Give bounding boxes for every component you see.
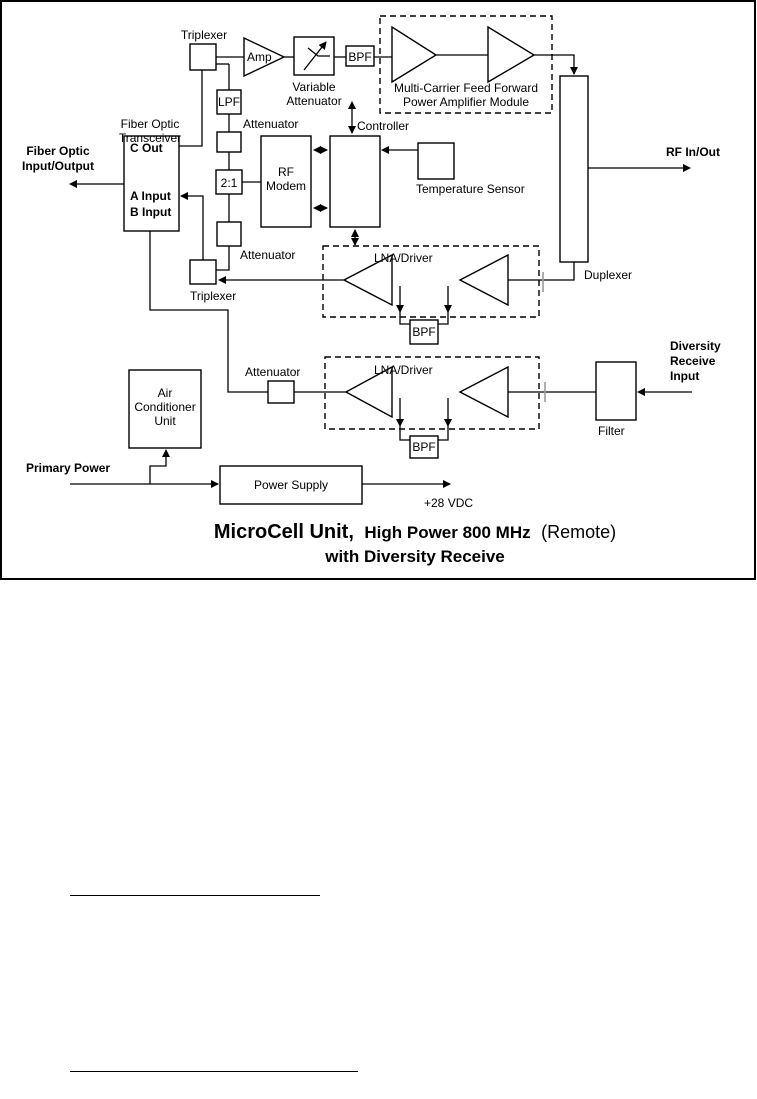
- fiber-io-label-line2: Input/Output: [22, 159, 94, 173]
- bpf-top-box: [345, 45, 375, 67]
- controller-box: [329, 135, 381, 228]
- lna-driver-1-label: LNA/Driver: [374, 251, 433, 265]
- attenuator-low-box: [267, 380, 295, 404]
- temperature-sensor-box: [417, 142, 455, 180]
- pa-stage2-triangle: [487, 25, 536, 84]
- bpf-lna2-box: [409, 435, 439, 459]
- transceiver-label-line2: Transceiver: [119, 131, 181, 145]
- lna2-stage-b-triangle: [458, 365, 509, 419]
- variable-attenuator-label-line2: Attenuator: [286, 94, 341, 108]
- variable-attenuator-box: [293, 36, 335, 76]
- lna1-stage-b-triangle: [458, 253, 509, 307]
- duplexer-to-lna1-wire: [508, 262, 575, 281]
- c-out-to-triplexer-wire: [179, 70, 203, 147]
- amp-triangle: [243, 36, 286, 78]
- air-conditioner-label-line2: Conditioner: [134, 400, 195, 414]
- triplexer-top-box: [189, 43, 217, 71]
- duplexer-label: Duplexer: [584, 268, 632, 282]
- diversity-label-line1: Diversity: [670, 339, 721, 353]
- diagram-title-line2: with Diversity Receive: [324, 547, 505, 566]
- lna-driver-2-label: LNA/Driver: [374, 363, 433, 377]
- c-out-label: C Out: [130, 141, 163, 155]
- triplexer-bottom-box: [189, 259, 217, 285]
- fiber-io-label-line1: Fiber Optic: [26, 144, 90, 158]
- lpf-label: LPF: [218, 95, 240, 109]
- lna-driver-2-dashed-box: [324, 356, 540, 430]
- attenuator-low-label: Attenuator: [245, 365, 300, 379]
- bpf-lna1-label: BPF: [412, 325, 435, 339]
- variable-attenuator-bar: [307, 47, 330, 57]
- diagram-title-line1: MicroCell Unit, High Power 800 MHz (Remo…: [214, 521, 616, 543]
- triplexer-bottom-label: Triplexer: [190, 289, 236, 303]
- filter-label: Filter: [598, 424, 625, 438]
- title-sub-bold: High Power 800 MHz: [364, 523, 530, 542]
- attenuator-mid-box: [216, 221, 242, 247]
- title-sub-normal: (Remote): [541, 522, 616, 542]
- bpf-lna2-label: BPF: [412, 440, 435, 454]
- pa-module-dashed-box: [379, 15, 553, 114]
- pa-to-duplexer-wire: [534, 54, 578, 75]
- lna1-bpf-wire-right: [438, 312, 449, 325]
- lna2-stage-a-triangle: [344, 365, 393, 419]
- pa-module-label-line1: Multi-Carrier Feed Forward: [394, 81, 538, 95]
- rf-modem-label-line1: RF: [278, 165, 294, 179]
- duplexer-box: [559, 75, 589, 263]
- air-conditioner-box: [128, 369, 202, 449]
- diagram-frame: [0, 0, 756, 580]
- amp-label: Amp: [247, 50, 272, 64]
- a-input-label: A Input: [130, 189, 171, 203]
- triplexer-top-label: Triplexer: [181, 28, 227, 42]
- rf-io-label: RF In/Out: [666, 145, 720, 159]
- title-main: MicroCell Unit,: [214, 521, 354, 543]
- b-input-to-attenuator-wire: [149, 231, 268, 393]
- blank-line-2: [70, 1071, 358, 1072]
- lna2-bpf-wire-left: [399, 426, 410, 441]
- filter-box: [595, 361, 637, 421]
- rf-modem-label-line2: Modem: [266, 179, 306, 193]
- controller-label: Controller: [357, 119, 409, 133]
- power-supply-box: [219, 465, 363, 505]
- attenuator-top-box: [216, 131, 242, 153]
- splitter-label: 2:1: [221, 176, 238, 190]
- attenuator-to-triplexer-wire: [216, 246, 230, 271]
- variable-attenuator-arrow: [303, 41, 327, 71]
- primary-power-label: Primary Power: [26, 461, 110, 475]
- lna1-bpf-wire-left: [399, 312, 410, 325]
- air-conditioner-label-line1: Air: [158, 386, 173, 400]
- lna2-bpf-wire-right: [438, 426, 449, 441]
- variable-attenuator-label-line1: Variable: [292, 80, 335, 94]
- pa-module-label-line2: Power Amplifier Module: [403, 95, 529, 109]
- power-supply-label: Power Supply: [254, 478, 328, 492]
- power-to-air-conditioner-wire: [149, 449, 170, 484]
- air-conditioner-label-line3: Unit: [154, 414, 176, 428]
- temperature-sensor-label: Temperature Sensor: [416, 182, 525, 196]
- lna-driver-1-dashed-box: [322, 245, 540, 318]
- attenuator-mid-label: Attenuator: [240, 248, 295, 262]
- b-input-label: B Input: [130, 205, 171, 219]
- transceiver-label-line1: Fiber Optic: [121, 117, 180, 131]
- blank-line-1: [70, 895, 320, 896]
- bpf-top-label: BPF: [348, 50, 371, 64]
- diversity-label-line3: Input: [670, 369, 699, 383]
- pa-stage1-triangle: [391, 25, 438, 84]
- triplexer-to-a-input-wire: [180, 192, 204, 260]
- bpf-lna1-box: [409, 319, 439, 345]
- attenuator-top-label: Attenuator: [243, 117, 298, 131]
- diversity-label-line2: Receive: [670, 354, 716, 368]
- vdc-label: +28 VDC: [424, 496, 473, 510]
- lna1-stage-a-triangle: [342, 253, 393, 307]
